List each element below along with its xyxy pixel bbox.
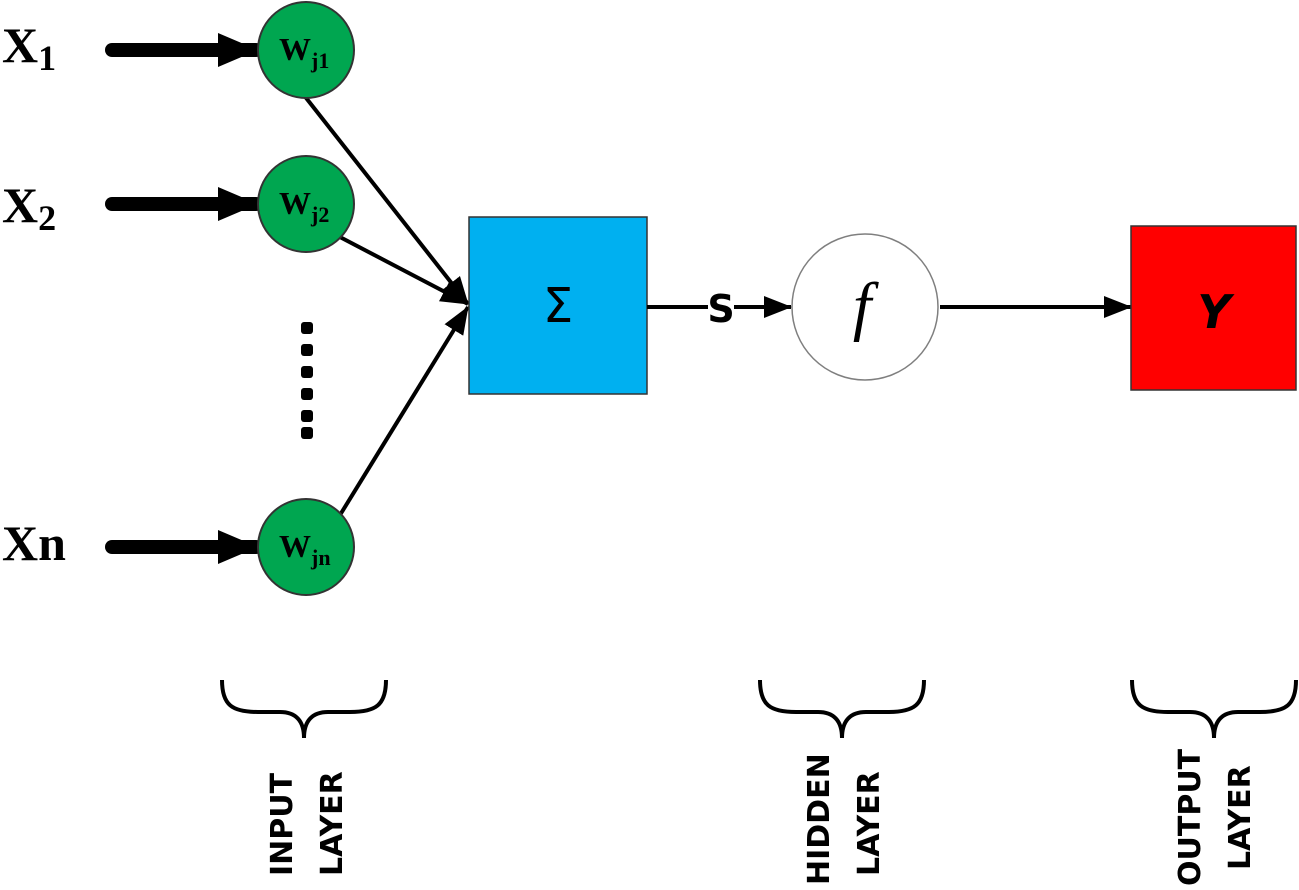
svg-text:HIDDEN: HIDDEN (802, 753, 837, 885)
summation-symbol: Σ (543, 278, 573, 334)
weight-to-sum-arrow-2 (337, 234, 469, 306)
weight-node-j1: Wj1 (257, 1, 355, 99)
weight-symbol: W (279, 185, 311, 221)
weight-to-sum-arrow-1 (301, 92, 470, 306)
weight-subscript: j1 (310, 48, 329, 73)
weight-node-circle (257, 498, 355, 596)
input-layer-label: INPUT LAYER (265, 771, 350, 876)
svg-text:LAYER: LAYER (315, 771, 350, 876)
svg-text:Wj2: Wj2 (279, 185, 329, 227)
output-block (1130, 225, 1297, 391)
ellipsis-dots (301, 322, 313, 439)
weight-subscript: j2 (310, 202, 329, 227)
hidden-layer-brace (758, 679, 926, 739)
weight-to-sum-arrow-n (338, 305, 470, 517)
input-label-x1: X1 (2, 17, 56, 78)
svg-text:LAYER: LAYER (852, 771, 887, 876)
weight-symbol: W (279, 528, 311, 564)
activation-node (791, 233, 939, 381)
input-layer-brace (220, 679, 388, 739)
weight-node-circle (257, 1, 355, 99)
weight-node-j2: Wj2 (257, 155, 355, 253)
weight-subscript: jn (310, 545, 331, 570)
weight-node-circle (257, 155, 355, 253)
svg-text:Wj1: Wj1 (279, 31, 329, 73)
hidden-layer-label: HIDDEN LAYER (802, 753, 887, 885)
weight-symbol: W (279, 31, 311, 67)
weight-node-jn: Wjn (257, 498, 355, 596)
output-symbol: Y (1197, 285, 1235, 339)
svg-text:OUTPUT: OUTPUT (1173, 748, 1208, 886)
sum-signal-label: S (707, 287, 734, 331)
svg-text:Wjn: Wjn (279, 528, 331, 570)
svg-text:INPUT: INPUT (265, 772, 300, 876)
output-layer-label: OUTPUT LAYER (1173, 748, 1258, 886)
svg-text:LAYER: LAYER (1223, 765, 1258, 870)
input-label-x2: X2 (2, 177, 56, 238)
input-label-xn: Xn (2, 515, 66, 571)
output-layer-brace (1130, 679, 1298, 739)
